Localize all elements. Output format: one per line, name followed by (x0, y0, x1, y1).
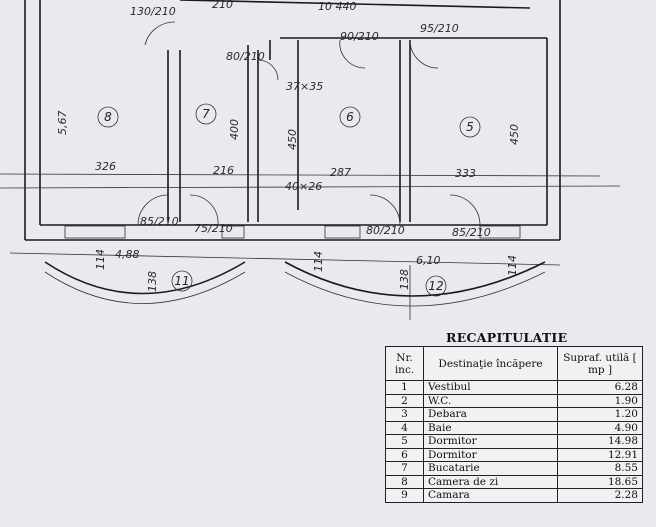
row-name: Dormitor (423, 434, 558, 449)
dim-567: 5,67 (56, 111, 69, 136)
row-nr: 6 (385, 447, 424, 462)
room-number-12: 12 (428, 279, 443, 293)
dim-326: 326 (95, 160, 116, 173)
dim-138-b: 138 (398, 269, 411, 290)
table-row: 3 Debara 1.20 (385, 407, 643, 422)
dim-85-210-b: 85/210 (452, 226, 491, 239)
table-row: 9 Camara 2.28 (385, 488, 643, 503)
header-suprafata: Supraf. utilă [ mp ] (557, 346, 643, 381)
row-nr: 2 (385, 393, 424, 408)
dim-80-210-a: 80/210 (226, 50, 265, 63)
row-nr: 4 (385, 420, 424, 435)
row-area: 1.90 (557, 393, 643, 408)
row-nr: 1 (385, 380, 424, 395)
dim-114-c: 114 (506, 255, 519, 276)
dim-400: 400 (228, 119, 241, 140)
recap-title: RECAPITULATIE (446, 330, 568, 345)
row-nr: 5 (385, 434, 424, 449)
dim-450-b: 450 (508, 124, 521, 145)
dimension-labels: 130/210 210 10 440 95/210 80/210 90/210 … (56, 0, 521, 292)
room-number-5: 5 (466, 120, 474, 134)
row-name: Bucatarie (423, 461, 558, 476)
row-area: 2.28 (557, 488, 643, 503)
dim-114-a: 114 (94, 249, 107, 270)
row-name: Dormitor (423, 447, 558, 462)
room-number-8: 8 (104, 110, 112, 124)
room-number-7: 7 (202, 107, 210, 121)
row-name: Camara (423, 488, 558, 503)
dim-138-a: 138 (146, 271, 159, 292)
row-name: Vestibul (423, 380, 558, 395)
dim-216: 216 (213, 164, 234, 177)
dim-210-top: 210 (212, 0, 233, 11)
row-name: Camera de zi (423, 474, 558, 489)
table-row: 7 Bucatarie 8.55 (385, 461, 643, 476)
table-row: 2 W.C. 1.90 (385, 393, 643, 408)
row-name: Debara (423, 407, 558, 422)
header-nr: Nr. inc. (385, 346, 424, 381)
table-row: 8 Camera de zi 18.65 (385, 474, 643, 489)
recap-header-row: Nr. inc. Destinaţie încăpere Supraf. uti… (385, 346, 643, 381)
dim-10-440: 10 440 (318, 0, 357, 13)
dim-287: 287 (330, 166, 351, 179)
dim-130-210: 130/210 (130, 5, 176, 18)
dim-114-b: 114 (312, 251, 325, 272)
header-destinatie: Destinaţie încăpere (423, 346, 558, 381)
row-area: 18.65 (557, 474, 643, 489)
table-row: 1 Vestibul 6.28 (385, 380, 643, 395)
dim-333: 333 (455, 167, 476, 180)
row-area: 12.91 (557, 447, 643, 462)
room-number-11: 11 (174, 274, 189, 288)
dim-40-26: 40×26 (285, 180, 322, 193)
dim-80-210-b: 80/210 (366, 224, 405, 237)
recap-table: Nr. inc. Destinaţie încăpere Supraf. uti… (385, 346, 643, 503)
row-name: Baie (423, 420, 558, 435)
dim-37-35: 37×35 (286, 80, 323, 93)
row-area: 4.90 (557, 420, 643, 435)
table-row: 4 Baie 4.90 (385, 420, 643, 435)
row-nr: 8 (385, 474, 424, 489)
table-row: 5 Dormitor 14.98 (385, 434, 643, 449)
table-row: 6 Dormitor 12.91 (385, 447, 643, 462)
room-labels: 8 7 6 5 11 12 (97, 103, 481, 297)
row-nr: 9 (385, 488, 424, 503)
dim-488: 4,88 (115, 248, 140, 261)
dim-450-a: 450 (286, 129, 299, 150)
row-area: 1.20 (557, 407, 643, 422)
dim-85-210-a: 85/210 (140, 215, 179, 228)
dim-610: 6,10 (416, 254, 441, 267)
room-number-6: 6 (346, 110, 354, 124)
row-area: 14.98 (557, 434, 643, 449)
dim-95-210: 95/210 (420, 22, 459, 35)
row-nr: 7 (385, 461, 424, 476)
dim-90-210: 90/210 (340, 30, 379, 43)
row-nr: 3 (385, 407, 424, 422)
row-area: 6.28 (557, 380, 643, 395)
row-name: W.C. (423, 393, 558, 408)
row-area: 8.55 (557, 461, 643, 476)
dim-75-210: 75/210 (194, 222, 233, 235)
